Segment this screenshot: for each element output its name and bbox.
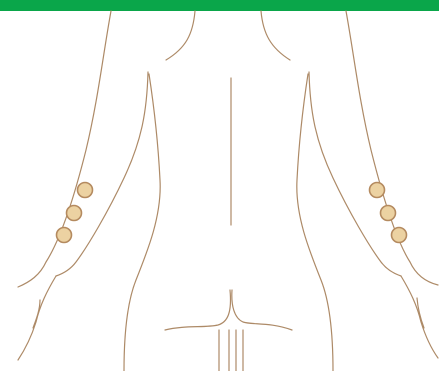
acupoint-marker-right-2 bbox=[381, 206, 396, 221]
torso-left-outline bbox=[124, 74, 160, 371]
acupoint-marker-left-1 bbox=[78, 183, 93, 198]
acupoint-marker-left-2 bbox=[67, 206, 82, 221]
neck-right-outline bbox=[261, 11, 290, 60]
buttocks-left-outline bbox=[165, 290, 231, 330]
left-wrist-outline bbox=[33, 300, 40, 328]
buttocks-right-outline bbox=[232, 290, 292, 330]
left-arm-outer-outline bbox=[18, 11, 111, 287]
torso-right-outline bbox=[297, 74, 333, 371]
right-arm-inner-outline bbox=[309, 72, 401, 276]
acupoint-marker-left-3 bbox=[57, 228, 72, 243]
left-arm-inner-outline bbox=[56, 72, 148, 276]
right-hand-outline bbox=[401, 276, 438, 358]
acupoint-marker-right-3 bbox=[392, 228, 407, 243]
right-arm-outer-outline bbox=[346, 11, 438, 285]
acupoint-marker-right-1 bbox=[370, 183, 385, 198]
neck-left-outline bbox=[166, 11, 195, 60]
